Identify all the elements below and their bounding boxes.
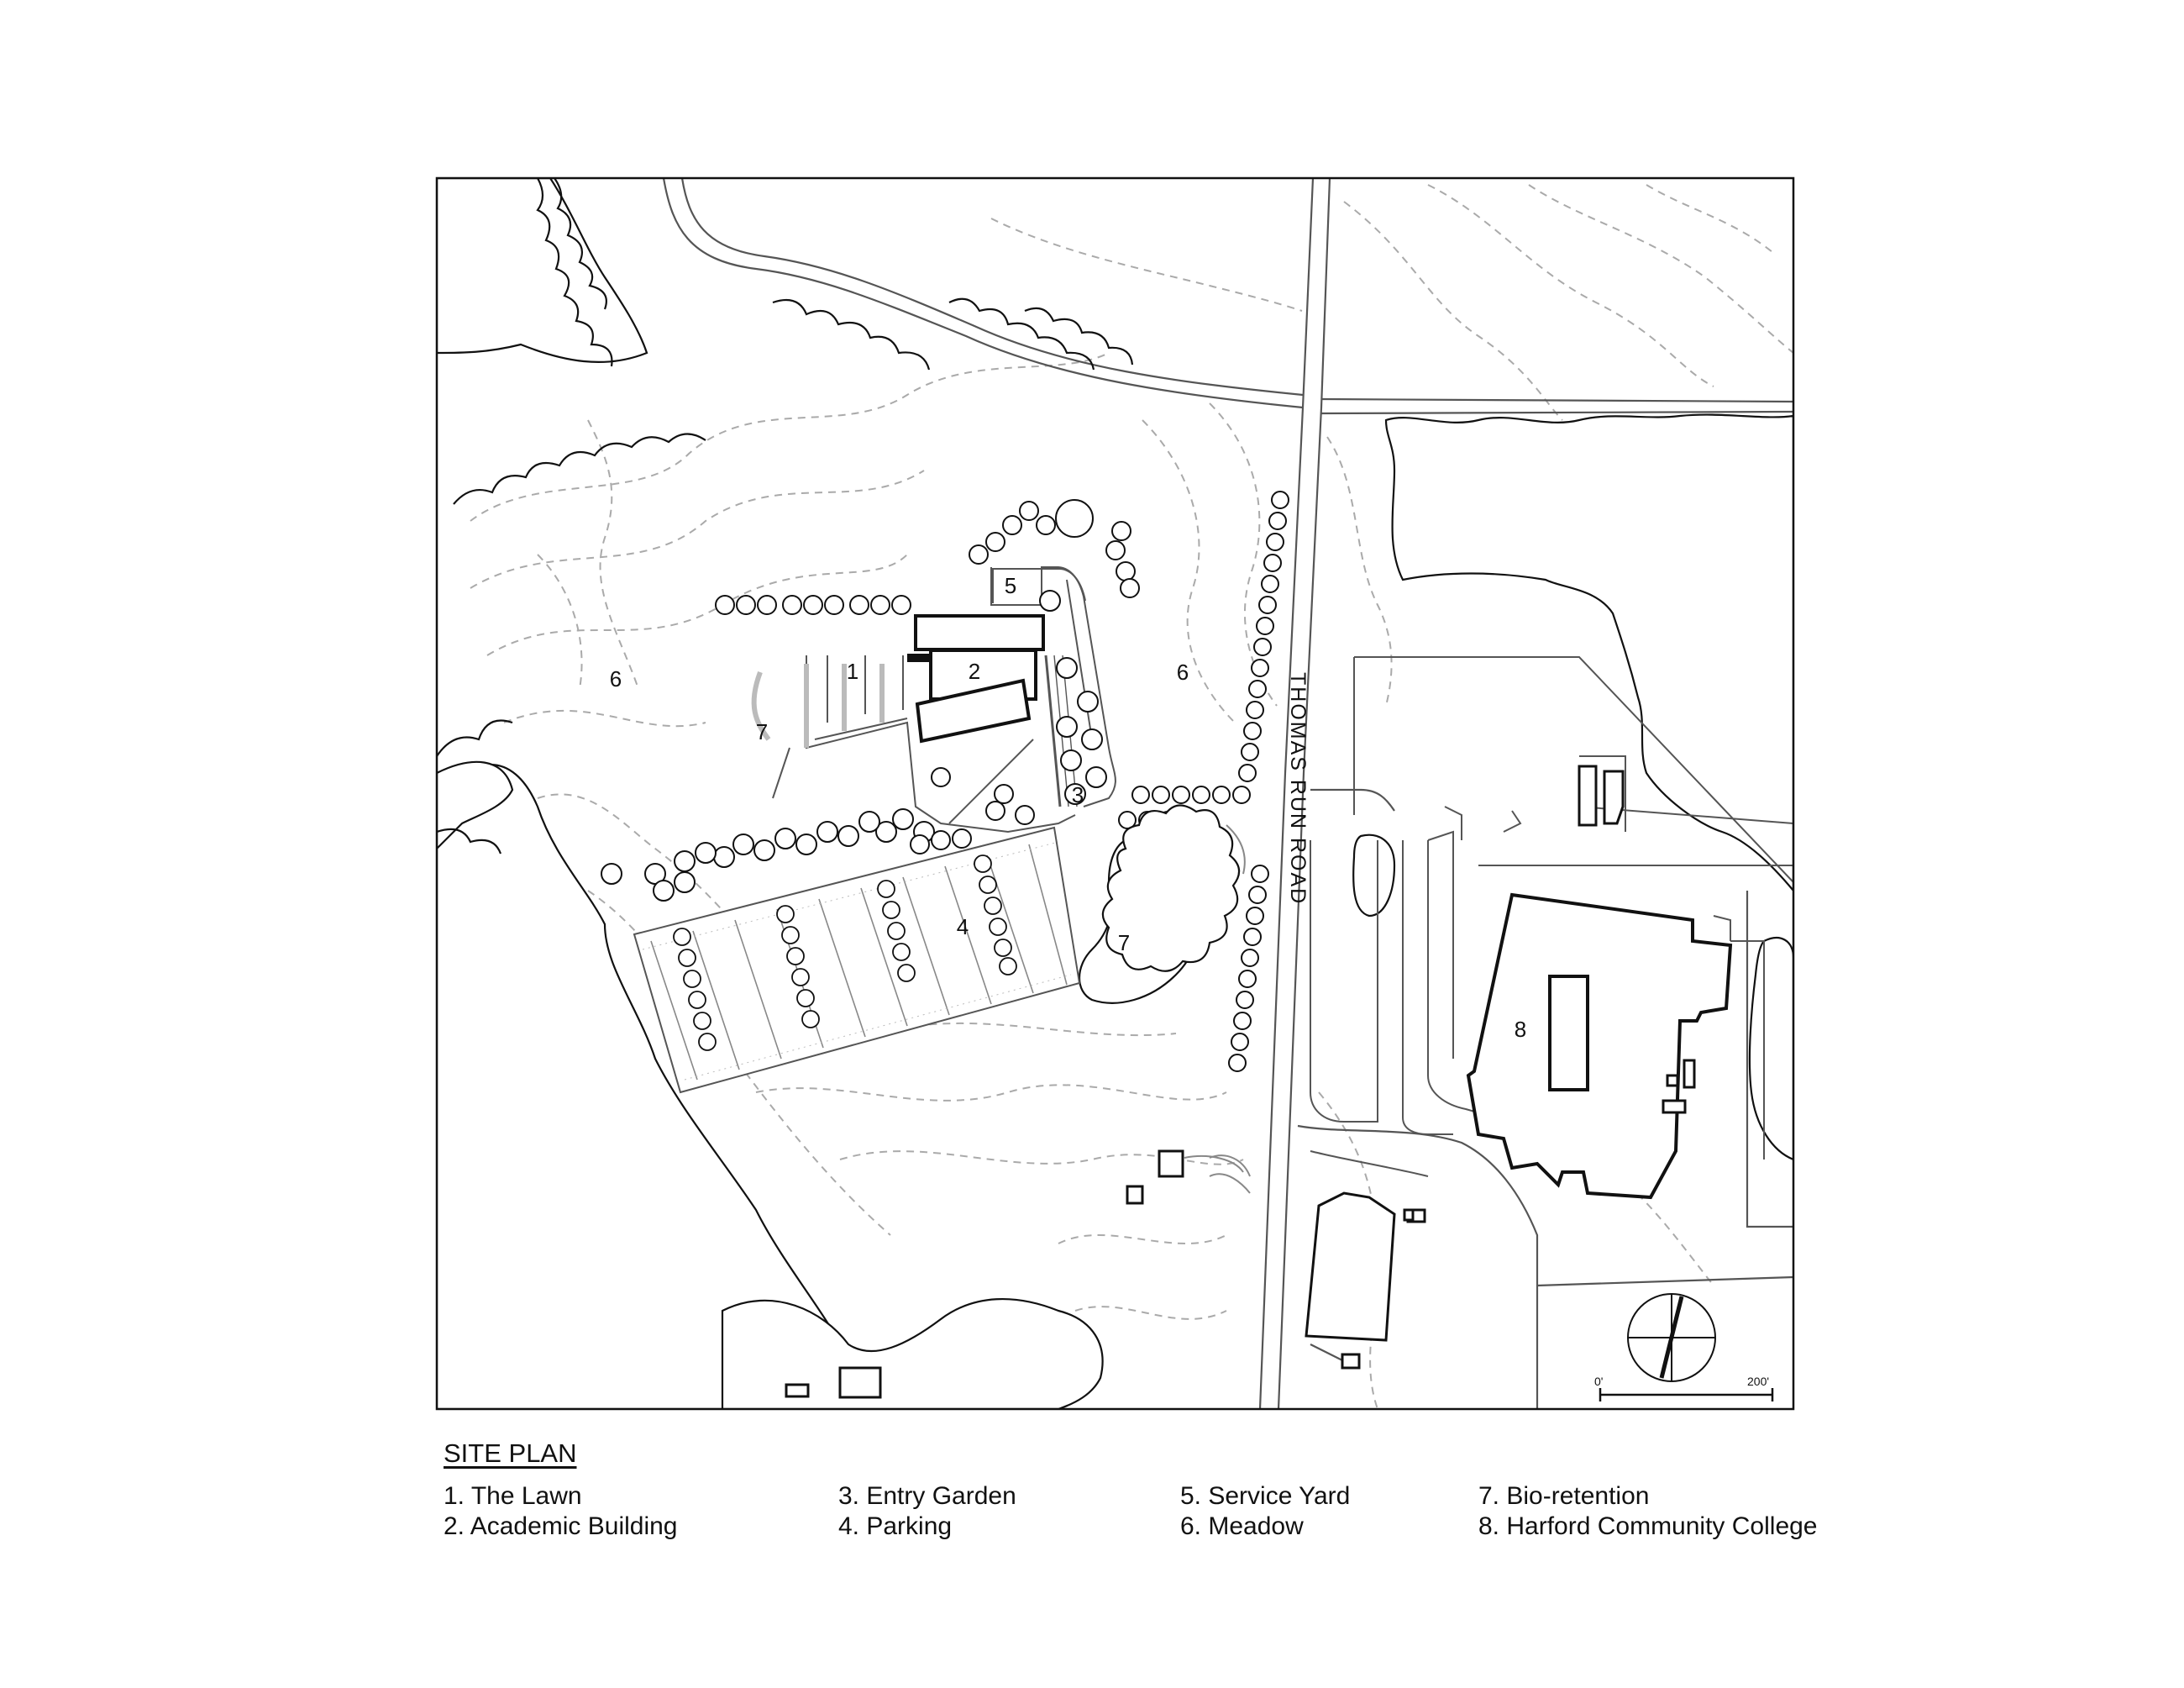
zone-label-academic-building: 2	[969, 659, 980, 684]
scale-end-label: 200'	[1747, 1375, 1769, 1388]
zone-label-meadow-west: 6	[610, 666, 622, 692]
campus-trees	[601, 499, 1140, 902]
north-arrow	[1627, 1293, 1716, 1382]
zone-label-meadow-east: 6	[1177, 660, 1189, 685]
zone-label-service-yard: 5	[1005, 573, 1016, 598]
service-yard	[992, 568, 1086, 612]
legend-item-harford-community-college: 8. Harford Community College	[1478, 1512, 1818, 1540]
parking-lot	[633, 826, 1081, 1094]
zone-label-harford-community-college: 8	[1515, 1017, 1526, 1042]
lawn-terraces	[751, 664, 885, 748]
academic-building	[907, 614, 1045, 744]
campus-core	[772, 566, 1116, 833]
bio-retention-area	[1101, 804, 1241, 972]
roads	[662, 178, 1793, 1409]
legend-item-entry-garden: 3. Entry Garden	[838, 1482, 1016, 1510]
legend-item-academic-building: 2. Academic Building	[444, 1512, 678, 1540]
scale-start-label: 0'	[1594, 1375, 1603, 1388]
plan-title: SITE PLAN	[444, 1438, 577, 1468]
legend-item-meadow: 6. Meadow	[1180, 1512, 1304, 1540]
zone-label-bio-retention-east: 7	[1118, 930, 1130, 955]
road-name-label: THOMAS RUN ROAD	[1286, 672, 1310, 905]
map-frame	[435, 176, 1795, 1411]
zone-label-parking: 4	[957, 914, 969, 939]
zone-label-lawn: 1	[847, 659, 858, 684]
legend-item-parking: 4. Parking	[838, 1512, 953, 1540]
legend-item-bio-retention: 7. Bio-retention	[1478, 1482, 1650, 1510]
zone-label-bio-retention-west: 7	[756, 719, 768, 744]
scale-bar	[1599, 1388, 1774, 1401]
harford-campus-site	[1310, 656, 1793, 1177]
treelines	[437, 178, 1134, 855]
west-paths	[1184, 824, 1251, 1194]
zone-labels: 1 2 3 4 5 6 6 7 7 8	[610, 573, 1526, 1042]
legend-item-service-yard: 5. Service Yard	[1180, 1482, 1351, 1510]
harford-community-college-building	[1466, 892, 1733, 1200]
zone-label-entry-garden: 3	[1072, 782, 1084, 807]
outbuildings	[785, 765, 1696, 1399]
legend-item-lawn: 1. The Lawn	[444, 1482, 582, 1510]
